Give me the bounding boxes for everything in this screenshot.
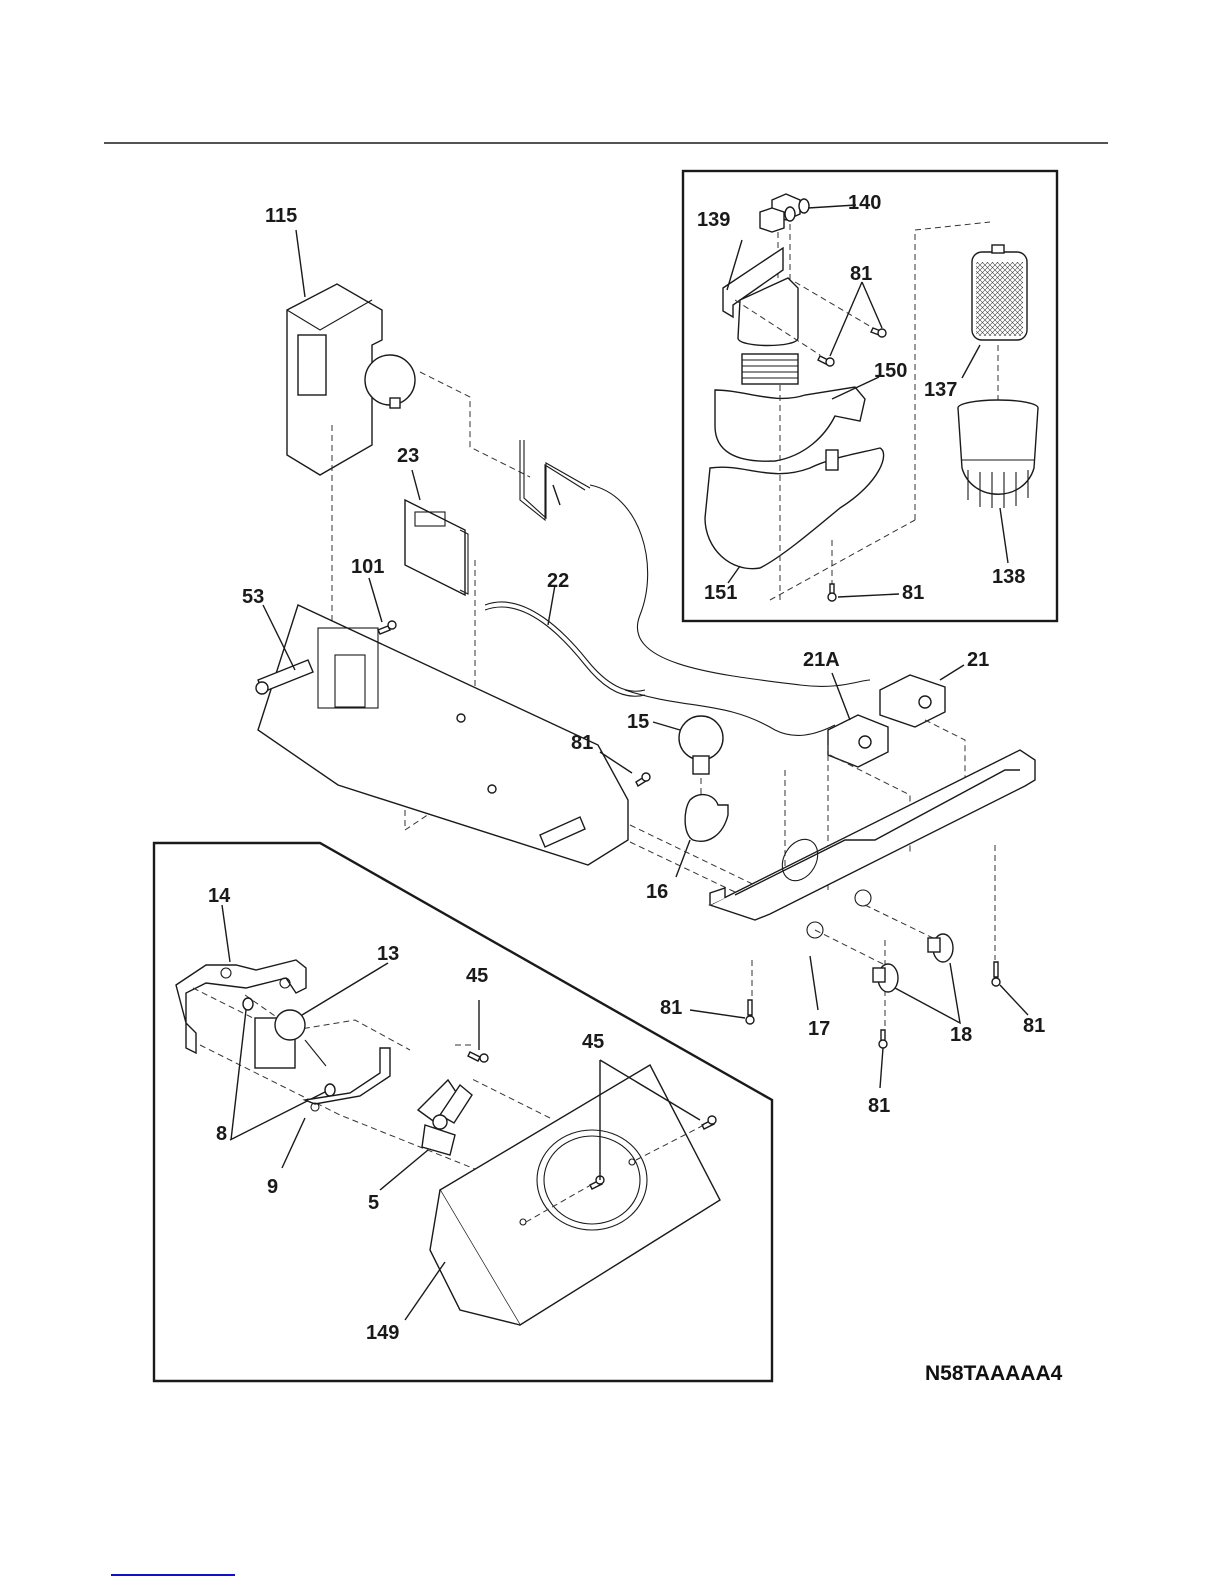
part-label-18: 18 bbox=[950, 1025, 972, 1045]
part-label-8: 8 bbox=[216, 1124, 227, 1144]
part-138-filter-housing bbox=[958, 400, 1038, 563]
drawing-code: N58TAAAAA4 bbox=[925, 1362, 1062, 1386]
part-label-81: 81 bbox=[571, 733, 593, 753]
part-label-45: 45 bbox=[466, 966, 488, 986]
part-18-knobs bbox=[873, 934, 960, 1023]
part-5-fan-blade bbox=[380, 1080, 472, 1190]
part-label-21A: 21A bbox=[803, 650, 840, 670]
screw-45-top bbox=[468, 1000, 488, 1062]
part-label-21: 21 bbox=[967, 650, 989, 670]
screw-81-pair bbox=[818, 282, 886, 366]
part-label-139: 139 bbox=[697, 210, 730, 230]
part-label-115: 115 bbox=[265, 206, 297, 226]
part-label-81: 81 bbox=[868, 1096, 890, 1116]
part-140-elbow-fittings bbox=[760, 194, 856, 232]
part-label-53: 53 bbox=[242, 587, 264, 607]
part-label-17: 17 bbox=[808, 1019, 830, 1039]
part-label-23: 23 bbox=[397, 446, 419, 466]
footer-link-underline[interactable] bbox=[111, 1574, 235, 1576]
part-label-5: 5 bbox=[368, 1193, 379, 1213]
part-label-140: 140 bbox=[848, 193, 881, 213]
part-label-9: 9 bbox=[267, 1177, 278, 1197]
screw-81-lower bbox=[690, 962, 1028, 1088]
part-label-151: 151 bbox=[704, 583, 737, 603]
part-label-14: 14 bbox=[208, 886, 230, 906]
part-139-filter-head bbox=[723, 240, 798, 384]
part-label-16: 16 bbox=[646, 882, 668, 902]
part-137-filter-cartridge bbox=[962, 245, 1027, 378]
part-label-150: 150 bbox=[874, 361, 907, 381]
part-9-motor-bracket bbox=[282, 1048, 390, 1168]
part-21A-switch bbox=[828, 673, 888, 767]
part-label-101: 101 bbox=[351, 557, 384, 577]
part-label-81: 81 bbox=[660, 998, 682, 1018]
screw-101 bbox=[369, 578, 396, 634]
part-label-81: 81 bbox=[850, 264, 872, 284]
part-label-81: 81 bbox=[1023, 1016, 1045, 1036]
part-label-13: 13 bbox=[377, 944, 399, 964]
part-21-switch bbox=[880, 665, 964, 727]
part-label-45: 45 bbox=[582, 1032, 604, 1052]
part-label-15: 15 bbox=[627, 712, 649, 732]
part-label-137: 137 bbox=[924, 380, 957, 400]
part-label-138: 138 bbox=[992, 567, 1025, 587]
part-23-control-board bbox=[405, 470, 468, 595]
screw-81-bottom bbox=[828, 584, 899, 601]
part-150-cover-upper bbox=[715, 377, 879, 461]
part-115-ice-maker-motor bbox=[287, 230, 415, 475]
part-label-149: 149 bbox=[366, 1323, 399, 1343]
part-15-light-bulb bbox=[653, 716, 723, 774]
part-label-81: 81 bbox=[902, 583, 924, 603]
part-16-light-socket bbox=[676, 795, 728, 877]
part-label-22: 22 bbox=[547, 571, 569, 591]
part-151-cover-lower bbox=[705, 448, 884, 583]
